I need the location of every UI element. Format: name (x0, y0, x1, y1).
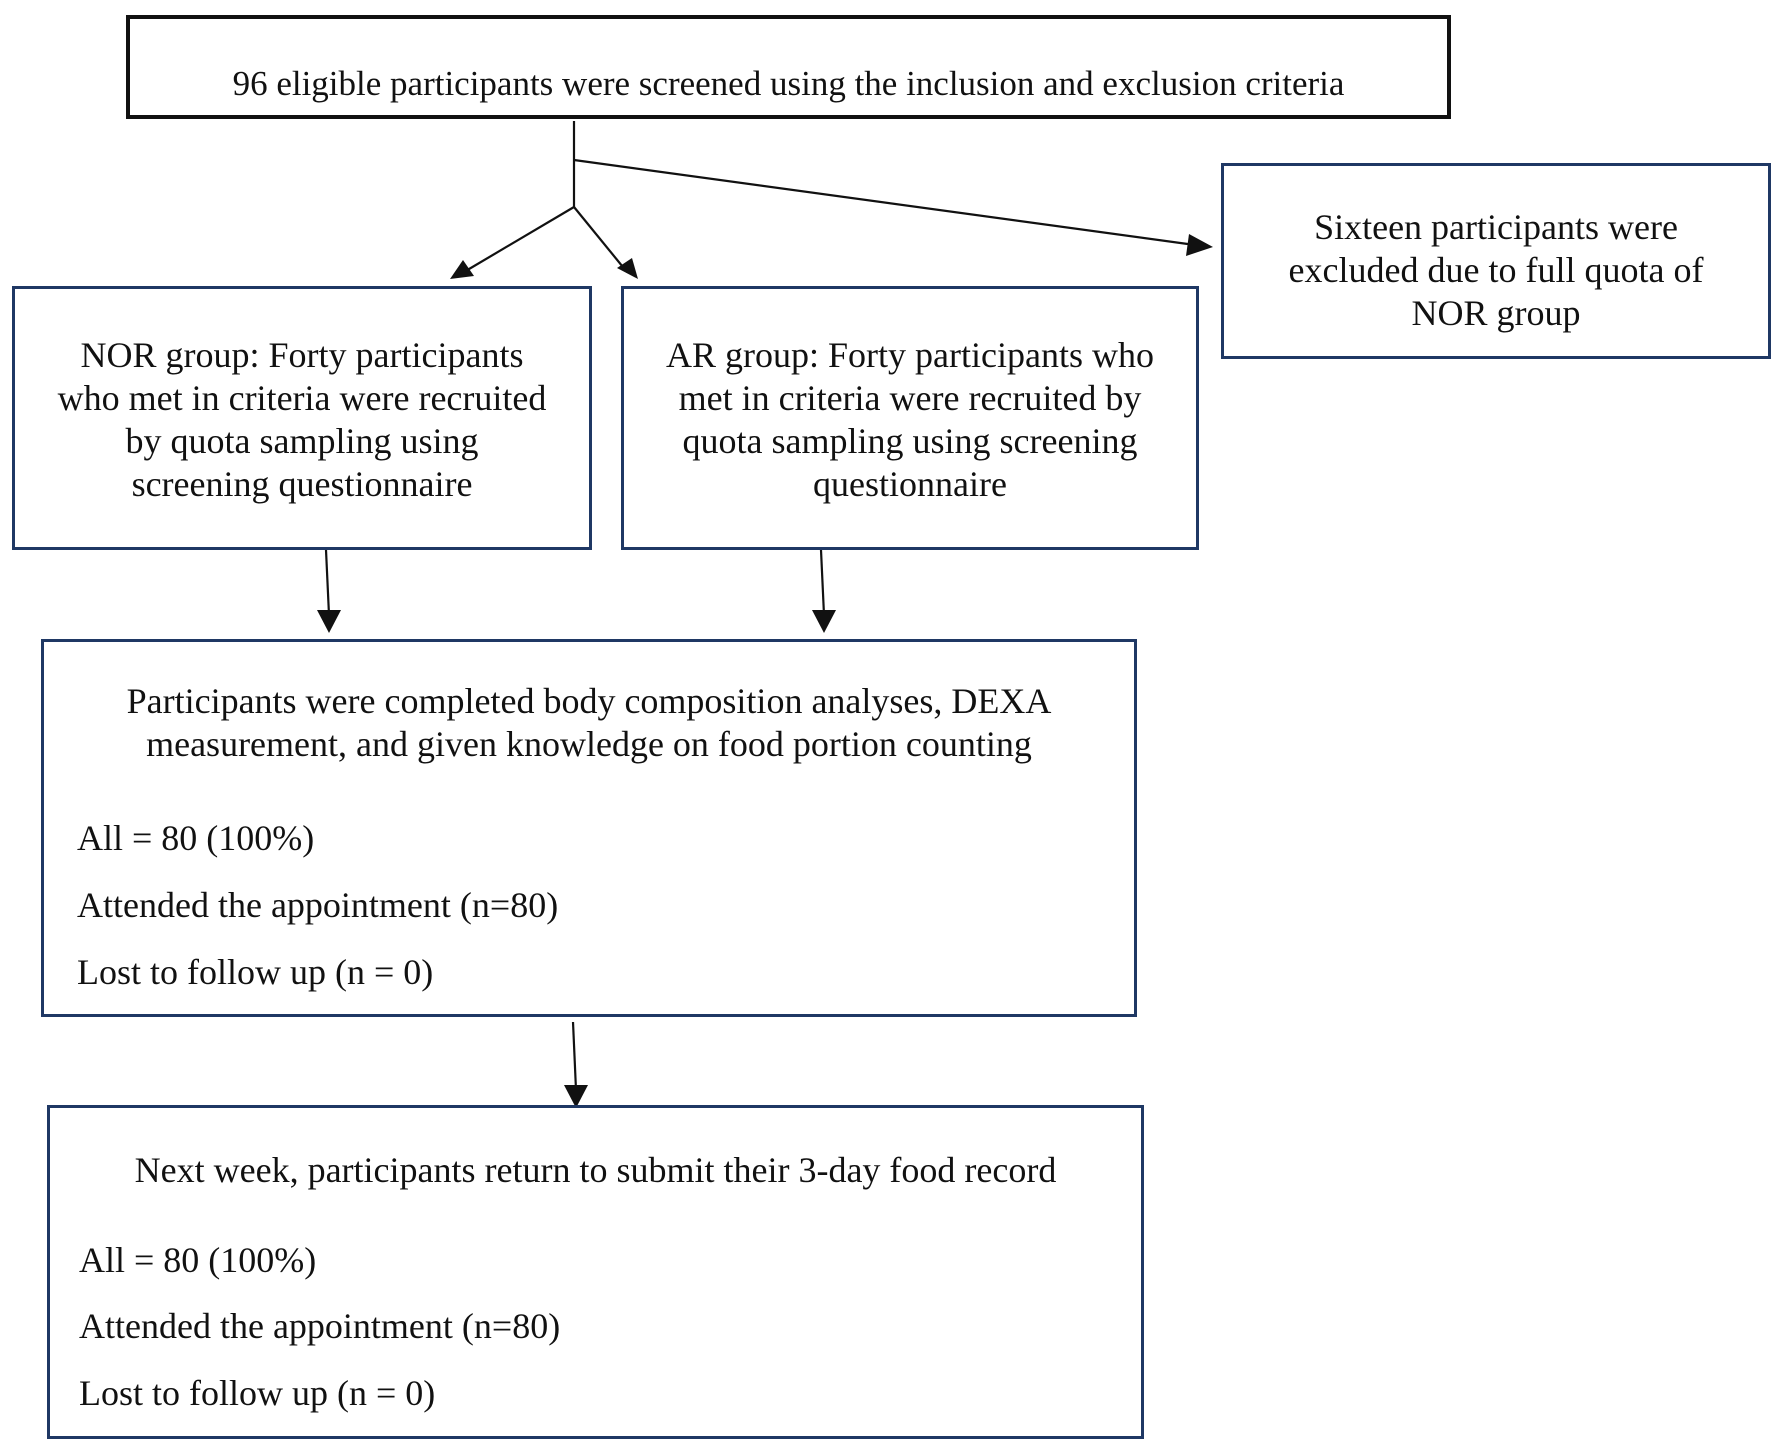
followup-lost: Lost to follow up (n = 0) (79, 1373, 436, 1413)
arrow-to-ar (573, 206, 628, 273)
arrow-ar-to-assessment (819, 549, 826, 616)
arrow-to-excluded (573, 158, 1196, 247)
arrowhead-nor-down (317, 610, 341, 633)
arrow-nor-to-assessment (324, 549, 331, 616)
arrowhead-ar-down (812, 610, 836, 633)
excluded-text: Sixteen participants were excluded due t… (1288, 207, 1704, 333)
arrowhead-nor (450, 260, 474, 279)
ar-group-text: AR group: Forty participants who met in … (666, 335, 1154, 504)
assessment-attended: Attended the appointment (n=80) (77, 885, 559, 925)
arrowhead-excluded (1186, 234, 1213, 256)
screening-text: 96 eligible participants were screened u… (232, 64, 1345, 103)
nor-group-box: NOR group: Forty participants who met in… (12, 286, 592, 550)
excluded-box: Sixteen participants were excluded due t… (1221, 163, 1771, 359)
arrowhead-followup-down (564, 1085, 588, 1108)
assessment-all: All = 80 (100%) (77, 818, 315, 858)
nor-group-text: NOR group: Forty participants who met in… (57, 335, 547, 504)
ar-group-box: AR group: Forty participants who met in … (621, 286, 1199, 550)
arrow-to-nor (463, 206, 575, 273)
assessment-lost: Lost to follow up (n = 0) (77, 952, 434, 992)
followup-attended: Attended the appointment (n=80) (79, 1306, 561, 1346)
arrow-assessment-to-followup (571, 1021, 578, 1091)
followup-all: All = 80 (100%) (79, 1240, 317, 1280)
assessment-box: Participants were completed body composi… (41, 639, 1137, 1017)
screening-box: 96 eligible participants were screened u… (126, 15, 1451, 119)
assessment-text: Participants were completed body composi… (126, 681, 1052, 764)
followup-box: Next week, participants return to submit… (47, 1105, 1144, 1439)
followup-text: Next week, participants return to submit… (134, 1150, 1057, 1190)
arrowhead-ar (617, 258, 638, 279)
